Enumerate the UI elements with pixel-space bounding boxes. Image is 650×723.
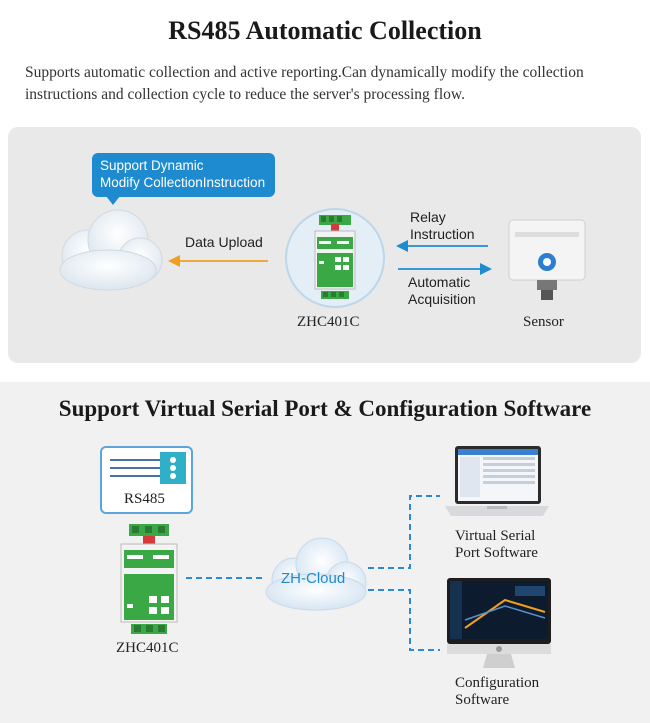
section2-title: Support Virtual Serial Port & Configurat…	[58, 396, 592, 421]
data-upload-label: Data Upload	[185, 234, 263, 250]
device-label-bottom: ZHC401C	[116, 640, 179, 656]
vsp-label-1: Virtual Serial	[455, 528, 536, 544]
zh-cloud-icon	[265, 537, 367, 611]
callout-line1: Support Dynamic	[100, 158, 204, 173]
callout-line2: Modify CollectionInstruction	[100, 175, 266, 190]
section1-description: Supports automatic collection and active…	[25, 64, 584, 103]
relay-instruction-arrow	[396, 240, 488, 252]
relay-label-2: Instruction	[410, 226, 475, 242]
data-upload-arrow	[168, 255, 268, 267]
automatic-acquisition-arrow	[398, 263, 492, 275]
cfg-label-1: Configuration	[455, 675, 540, 691]
zh-cloud-label: ZH-Cloud	[281, 570, 346, 587]
zhc401c-device-icon	[314, 215, 356, 299]
cloud-icon	[59, 209, 163, 291]
relay-label-1: Relay	[410, 209, 446, 225]
section1-title: RS485 Automatic Collection	[168, 16, 482, 45]
device-label-top: ZHC401C	[297, 314, 360, 330]
vsp-label-2: Port Software	[455, 545, 538, 561]
cfg-label-2: Software	[455, 692, 510, 708]
dynamic-instruction-callout: Support Dynamic Modify CollectionInstruc…	[92, 153, 275, 205]
rs485-connector-icon	[110, 452, 186, 484]
zhc401c-device-icon-2	[120, 524, 178, 634]
rs485-label: RS485	[124, 491, 165, 507]
auto-label-1: Automatic	[408, 274, 471, 290]
sensor-icon	[508, 219, 586, 300]
laptop-virtual-serial-icon	[445, 446, 549, 516]
sensor-label: Sensor	[523, 314, 564, 330]
monitor-configuration-icon	[447, 578, 551, 668]
auto-label-2: Acquisition	[408, 291, 476, 307]
